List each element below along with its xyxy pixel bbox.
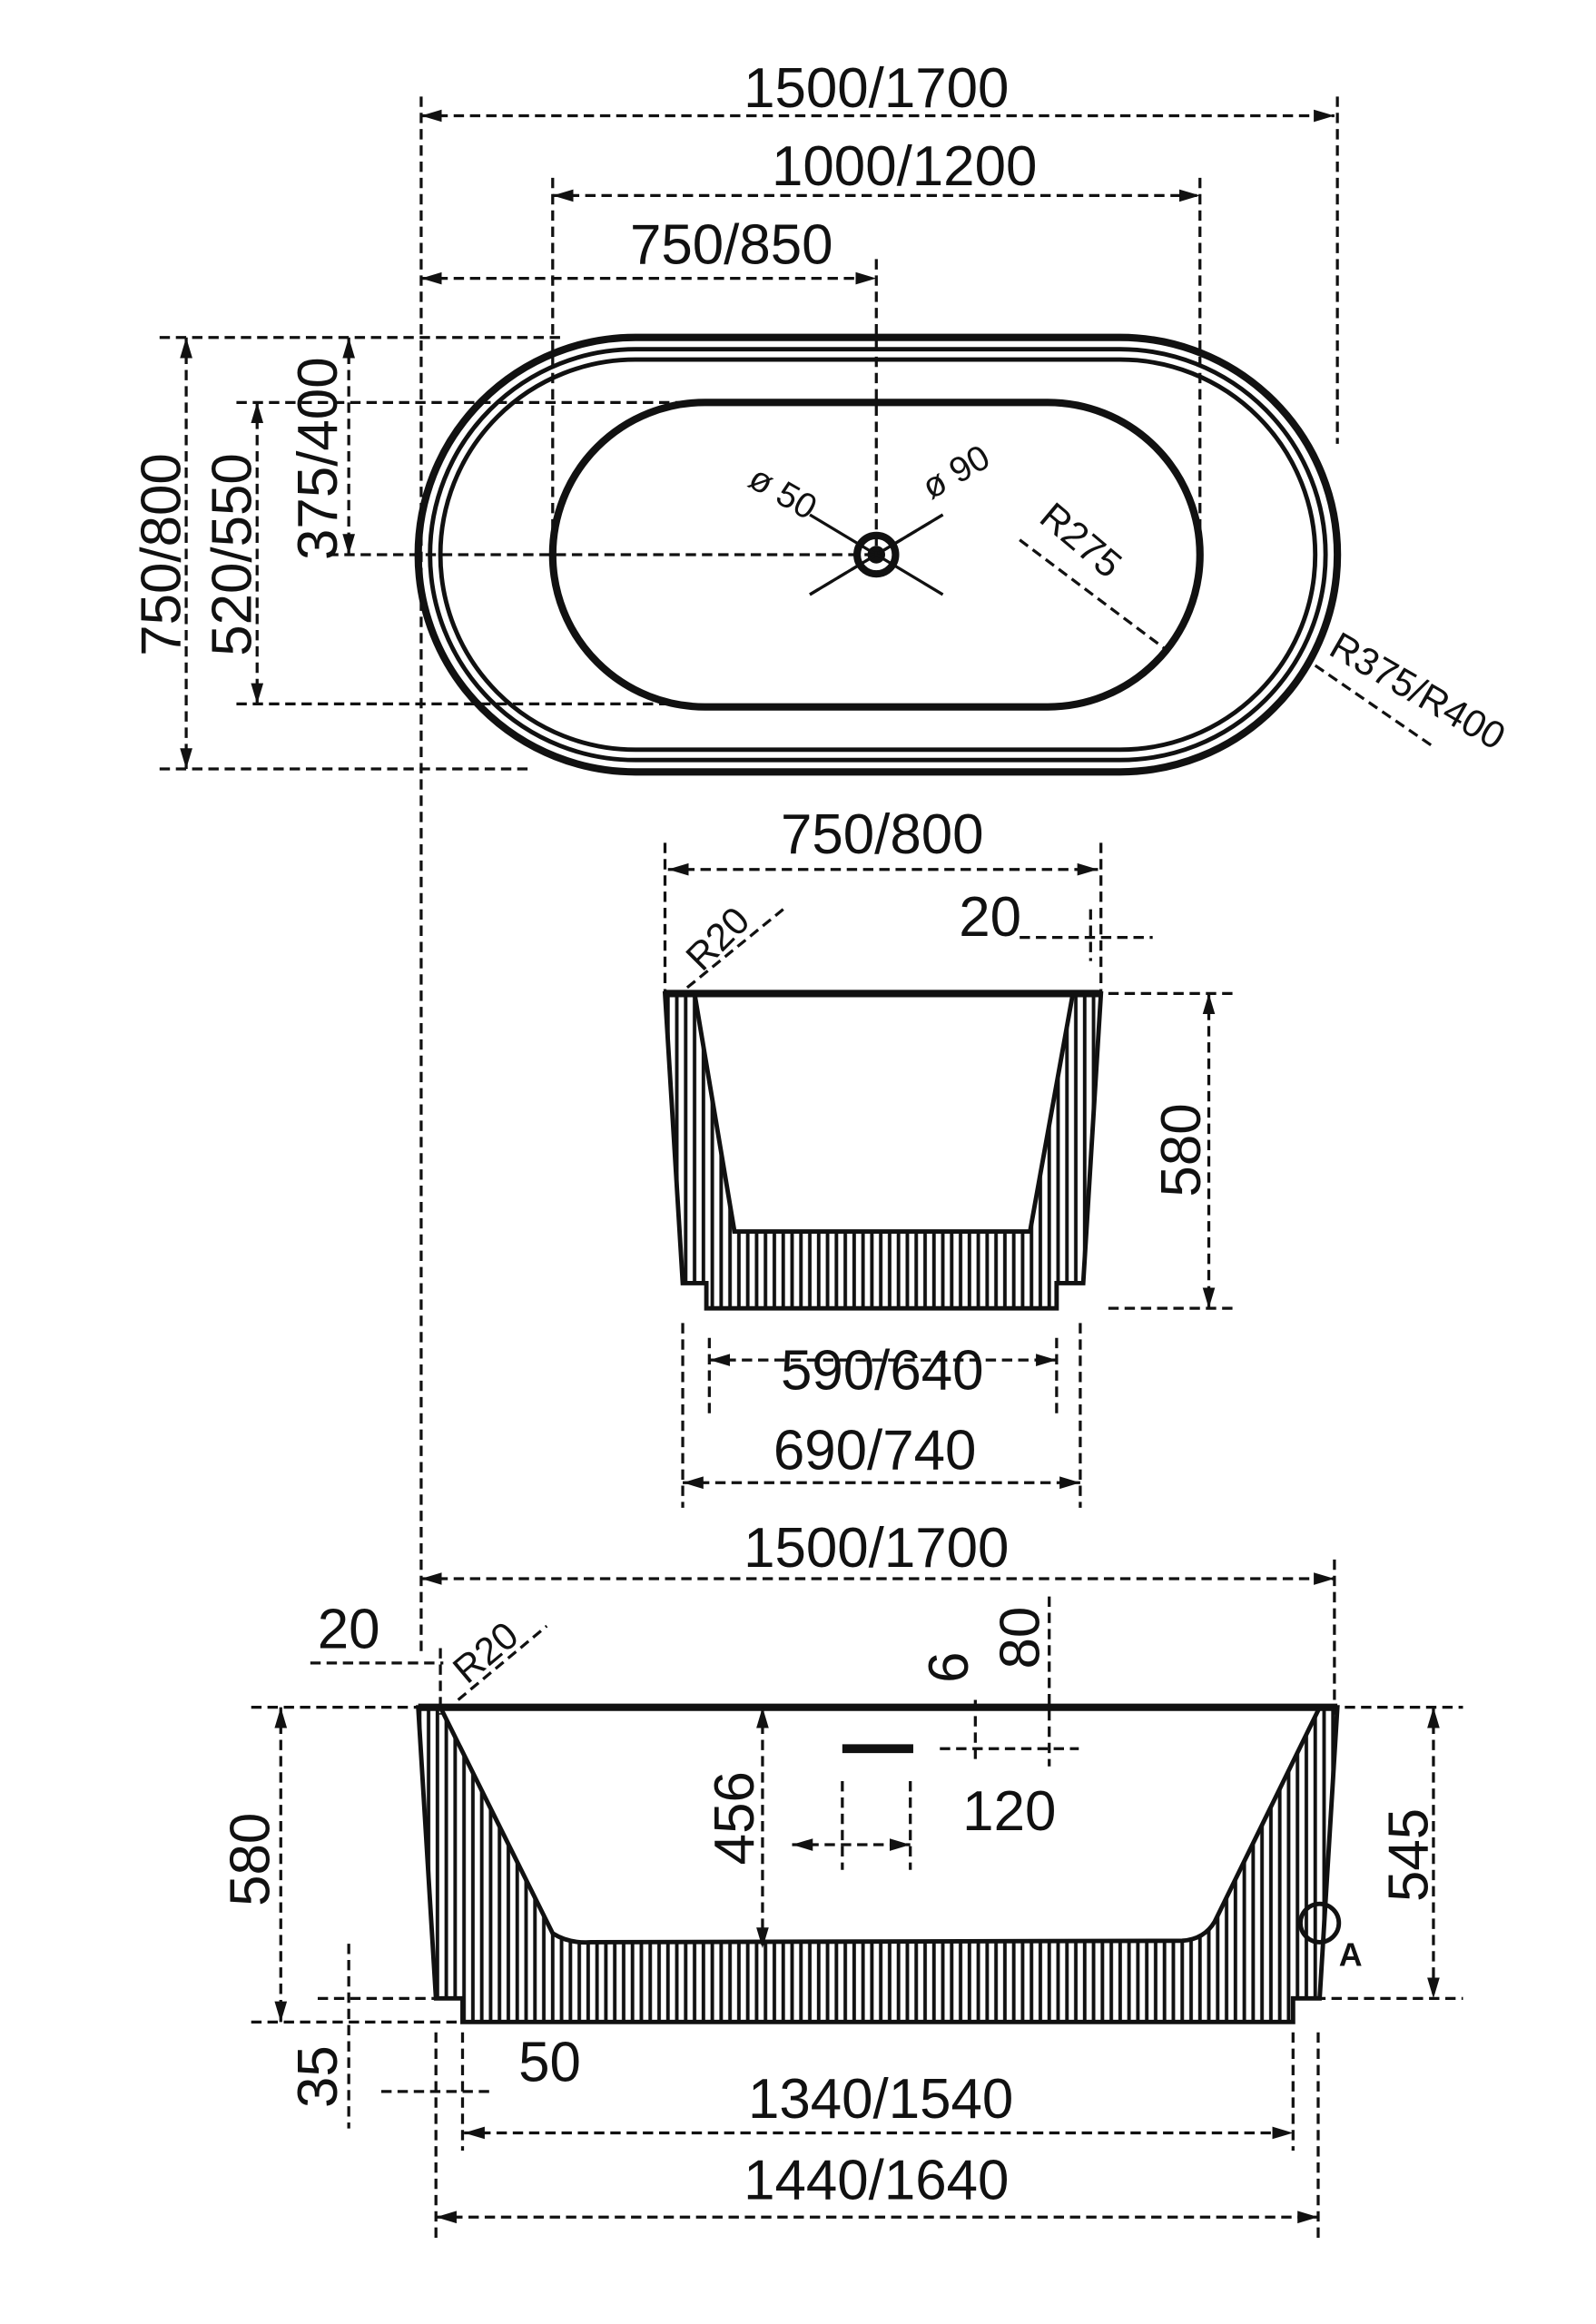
top-overall-width: 750/800 <box>131 453 193 656</box>
drain-diameter: ø 50 <box>743 458 823 527</box>
end-top-width: 750/800 <box>781 803 984 866</box>
top-basin-width: 520/550 <box>202 453 264 656</box>
side-overall-length: 1500/1700 <box>744 1517 1009 1580</box>
top-drain-offset: 375/400 <box>287 357 350 560</box>
extension-line <box>1019 538 1168 653</box>
overflow-diameter: ø 90 <box>916 438 997 507</box>
side-rim-radius: R20 <box>445 1613 527 1691</box>
side-height: 580 <box>219 1813 281 1906</box>
side-overflow-small: 6 <box>918 1651 980 1682</box>
outer-radius: R375/R400 <box>1323 624 1512 758</box>
end-height: 580 <box>1150 1103 1213 1196</box>
side-overflow-offset: 80 <box>989 1607 1051 1669</box>
labels: 1500/1700 1000/1200 750/850 750/800 520/… <box>131 57 1513 2212</box>
side-plinth-length: 1340/1540 <box>748 2068 1013 2131</box>
basin-radius: R275 <box>1032 494 1130 586</box>
top-overall-length: 1500/1700 <box>744 57 1009 120</box>
side-plinth-height: 35 <box>287 2045 350 2108</box>
side-water-height: 545 <box>1377 1808 1440 1902</box>
extension-line <box>457 1624 548 1701</box>
end-rim-radius: R20 <box>677 899 757 979</box>
end-rim-thickness: 20 <box>959 886 1021 949</box>
end-basin <box>692 990 1076 1234</box>
side-plinth-inset: 50 <box>518 2031 581 2093</box>
end-base-width: 690/740 <box>773 1420 977 1482</box>
side-inner-depth: 456 <box>704 1771 766 1865</box>
side-basin <box>437 1705 1324 1945</box>
basin-outline <box>548 399 1204 711</box>
extension-line <box>809 513 944 596</box>
end-view <box>662 990 1104 1311</box>
side-view <box>416 1703 1342 2024</box>
detail-circle <box>1298 1901 1342 1945</box>
extension-line <box>1314 664 1434 748</box>
end-inner-base-width: 590/640 <box>781 1340 984 1403</box>
side-base-length: 1440/1640 <box>744 2150 1009 2212</box>
top-basin-length: 1000/1200 <box>772 135 1037 198</box>
side-overflow-width: 120 <box>962 1780 1056 1843</box>
extension-line <box>685 908 784 990</box>
side-rim-thickness: 20 <box>318 1599 380 1661</box>
top-drain-position: 750/850 <box>630 213 833 276</box>
detail-marker-a: A <box>1339 1937 1363 1974</box>
dimension-lines <box>159 96 1463 2240</box>
